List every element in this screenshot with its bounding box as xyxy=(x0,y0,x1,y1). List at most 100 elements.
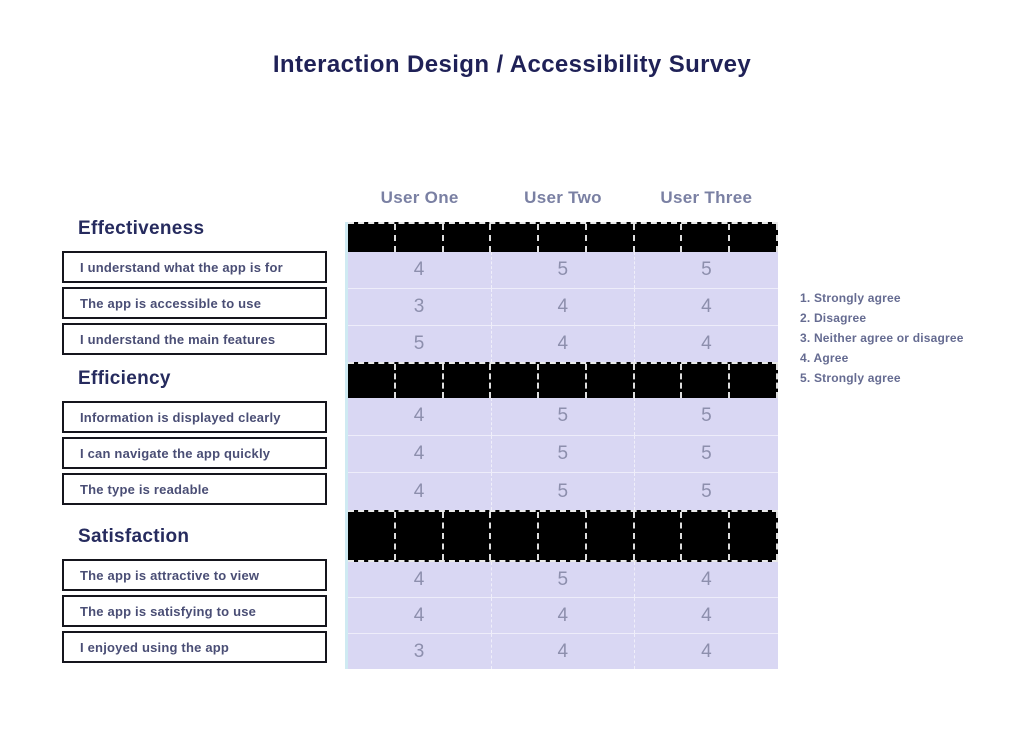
divider-bar-cell xyxy=(730,512,779,560)
divider-bar-cell xyxy=(587,512,635,560)
score-value: 4 xyxy=(634,634,778,669)
score-value: 4 xyxy=(634,326,778,362)
table-left-edge-line xyxy=(345,222,348,669)
divider-bar-cell xyxy=(587,224,635,252)
divider-bar-cell xyxy=(348,364,396,398)
score-value: 4 xyxy=(413,405,425,427)
divider-bar-cell xyxy=(396,224,444,252)
divider-bar-cell xyxy=(396,364,444,398)
divider-bar-cell xyxy=(491,364,540,398)
divider-bar-cell xyxy=(539,364,587,398)
score-value: 5 xyxy=(490,473,635,511)
score-value: 5 xyxy=(634,252,778,288)
score-value: 4 xyxy=(413,259,425,280)
score-value: 5 xyxy=(490,398,635,435)
question-label-box: The app is attractive to view xyxy=(62,559,327,591)
divider-bar-cell xyxy=(539,224,587,252)
divider-bar-cell xyxy=(730,364,779,398)
divider-bar-cell xyxy=(539,512,587,560)
score-value: 5 xyxy=(490,435,635,473)
user-headers-row: User One User Two User Three xyxy=(348,188,778,212)
question-label-box: I understand what the app is for xyxy=(62,251,327,283)
score-value: 4 xyxy=(490,634,635,669)
section-divider-bar xyxy=(348,362,779,398)
divider-bar-cell xyxy=(444,512,492,560)
question-label-box: I enjoyed using the app xyxy=(62,631,327,663)
score-value: 5 xyxy=(634,473,778,511)
legend-item: 2. Disagree xyxy=(800,311,867,325)
score-value: 4 xyxy=(413,443,425,464)
score-value: 5 xyxy=(413,333,425,354)
section-divider-bar xyxy=(348,222,779,252)
user-column-header: User Three xyxy=(660,188,753,207)
section-heading: Satisfaction xyxy=(78,526,190,547)
section-heading: Efficiency xyxy=(78,368,171,389)
score-value: 3 xyxy=(413,640,425,662)
score-value: 4 xyxy=(413,604,425,626)
question-label-box: Information is displayed clearly xyxy=(62,401,327,433)
score-value: 4 xyxy=(490,326,635,362)
legend-item: 4. Agree xyxy=(800,351,849,365)
score-value: 5 xyxy=(634,398,778,435)
divider-bar-cell xyxy=(444,224,492,252)
question-label-box: I understand the main features xyxy=(62,323,327,355)
divider-bar-cell xyxy=(587,364,635,398)
divider-bar-cell xyxy=(682,224,731,252)
divider-bar-cell xyxy=(682,364,731,398)
divider-bar-cell xyxy=(491,224,540,252)
rating-scale-legend: 1. Strongly agree 2. Disagree 3. Neither a… xyxy=(800,288,1000,388)
score-value: 4 xyxy=(634,289,778,325)
user-column-header: User One xyxy=(380,188,459,207)
section-divider-bar xyxy=(348,510,779,562)
section-heading: Effectiveness xyxy=(78,218,205,239)
score-value: 3 xyxy=(413,296,425,317)
divider-bar-cell xyxy=(635,224,683,252)
divider-bar-cell xyxy=(491,512,540,560)
score-value: 5 xyxy=(634,435,778,473)
user-column-header: User Two xyxy=(524,188,602,207)
score-value: 4 xyxy=(490,598,635,633)
score-value: 4 xyxy=(413,568,425,590)
legend-item: 1. Strongly agree xyxy=(800,291,901,305)
question-label-box: The app is accessible to use xyxy=(62,287,327,319)
score-value: 4 xyxy=(413,480,425,502)
question-label-box: The app is satisfying to use xyxy=(62,595,327,627)
divider-bar-cell xyxy=(348,512,396,560)
score-value: 4 xyxy=(634,598,778,633)
score-value: 5 xyxy=(490,562,635,597)
question-label-box: I can navigate the app quickly xyxy=(62,437,327,469)
legend-item: 5. Strongly agree xyxy=(800,371,901,385)
score-value: 4 xyxy=(634,562,778,597)
divider-bar-cell xyxy=(348,224,396,252)
divider-bar-cell xyxy=(396,512,444,560)
question-label-box: The type is readable xyxy=(62,473,327,505)
divider-bar-cell xyxy=(444,364,492,398)
page-title: Interaction Design / Accessibility Surve… xyxy=(272,51,752,78)
score-value: 5 xyxy=(490,252,635,288)
score-value: 4 xyxy=(490,289,635,325)
divider-bar-cell xyxy=(730,224,779,252)
divider-bar-cell xyxy=(682,512,731,560)
divider-bar-cell xyxy=(635,512,683,560)
divider-bar-cell xyxy=(635,364,683,398)
legend-item: 3. Neither agree or disagree xyxy=(800,331,964,345)
